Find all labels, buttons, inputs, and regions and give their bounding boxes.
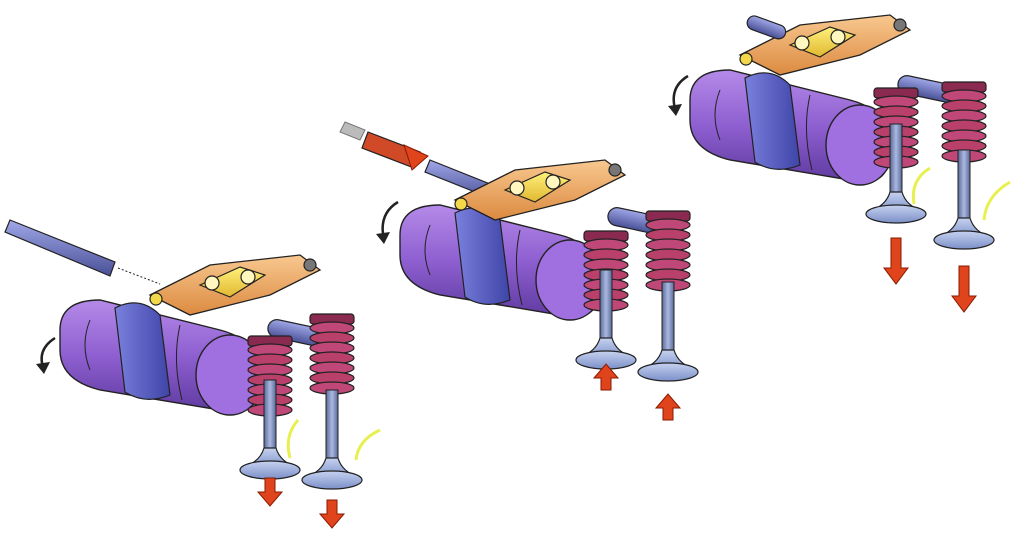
direction-arrow-icon	[656, 394, 680, 420]
direction-arrow-icon	[952, 266, 976, 312]
valve-spring-icon	[310, 314, 354, 394]
camshaft-icon	[690, 70, 894, 185]
rocker-arm-icon	[150, 255, 320, 315]
valve-spring-icon	[646, 211, 690, 291]
intake-flow-icon	[356, 430, 380, 460]
control-shaft-rod	[745, 14, 787, 41]
direction-arrow-icon	[884, 238, 908, 284]
intake-flow-icon	[288, 420, 298, 458]
panel-high-speed	[668, 14, 1010, 312]
panel-low-speed	[5, 220, 380, 528]
camshaft-icon	[400, 205, 604, 320]
direction-arrow-icon	[258, 478, 282, 506]
camshaft-icon	[60, 300, 264, 415]
poppet-valve-icon	[302, 390, 362, 489]
control-shaft-rod	[5, 220, 160, 284]
control-shaft-rod	[340, 122, 500, 200]
rocker-arm-icon	[455, 160, 625, 220]
intake-flow-icon	[913, 168, 930, 204]
poppet-valve-icon	[638, 282, 698, 381]
poppet-valve-icon	[934, 150, 994, 249]
panel-switching	[340, 122, 698, 420]
direction-arrow-icon	[320, 500, 344, 528]
intake-flow-icon	[984, 182, 1010, 220]
